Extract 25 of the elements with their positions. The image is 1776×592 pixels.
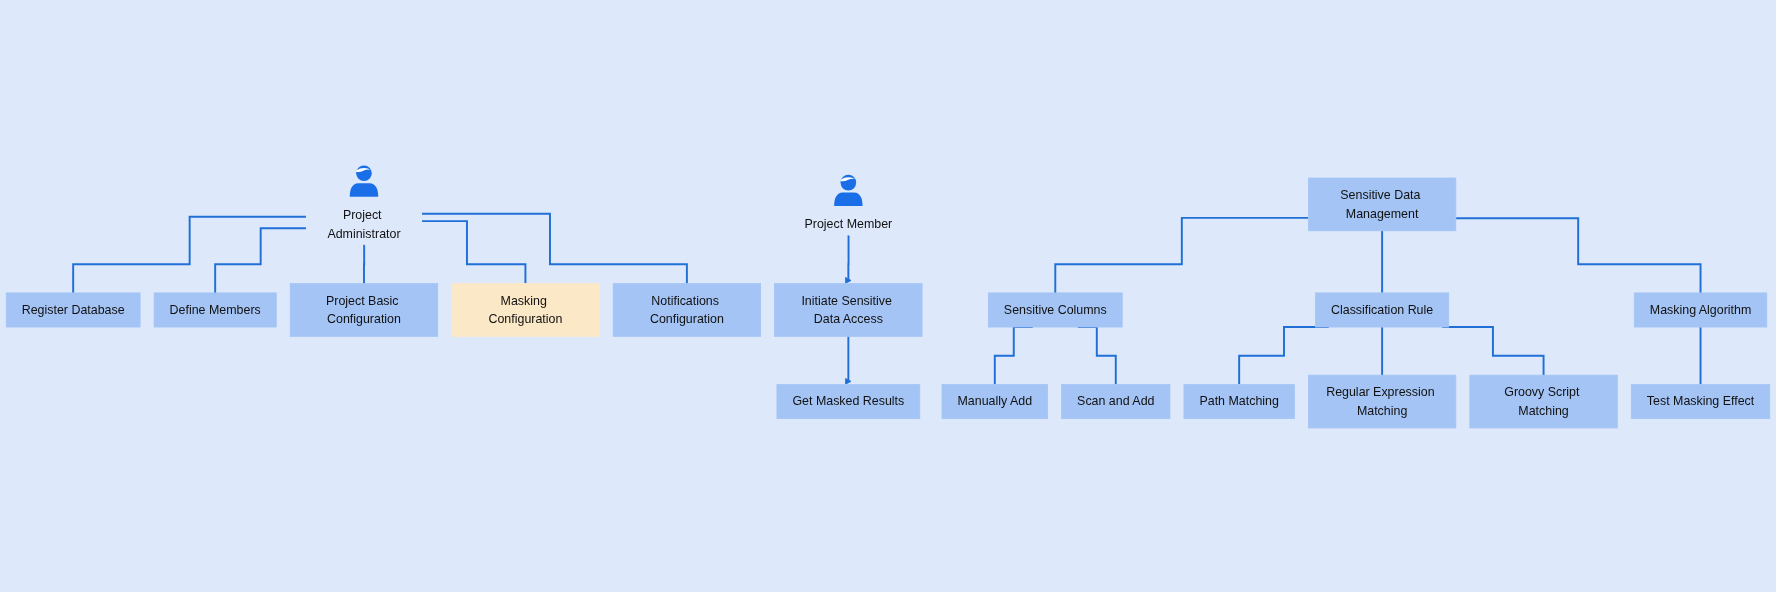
connector — [1381, 229, 1384, 294]
node-box: Define Members — [153, 292, 277, 328]
node-box: Scan and Add — [1061, 384, 1171, 420]
node-box: Notifications Configuration — [612, 283, 762, 337]
node-box: Regular Expression Matching — [1307, 374, 1457, 429]
connector — [1381, 326, 1384, 377]
node-box: Test Masking Effect — [1630, 384, 1771, 420]
node-box: Masking Algorithm — [1633, 292, 1768, 328]
arrow — [844, 234, 852, 284]
node-box: Classification Rule — [1315, 292, 1450, 328]
node-box: Groovy Script Matching — [1469, 374, 1618, 429]
connector — [1699, 326, 1702, 386]
node-box: Initiate Sensitive Data Access — [774, 283, 923, 337]
node-box: Manually Add — [941, 384, 1048, 420]
node-box: Register Database — [5, 292, 141, 328]
connector — [1054, 216, 1310, 294]
node-box: Sensitive Columns — [987, 292, 1123, 328]
arrow — [844, 335, 852, 385]
node-box: Project Basic Configuration — [289, 283, 439, 337]
node-box: Get Masked Results — [776, 384, 921, 420]
node-box: Masking Configuration — [451, 283, 600, 337]
connector — [363, 244, 366, 285]
node-box: Sensitive Data Management — [1307, 177, 1457, 232]
node-box: Path Matching — [1183, 384, 1295, 420]
connector — [1454, 217, 1702, 294]
